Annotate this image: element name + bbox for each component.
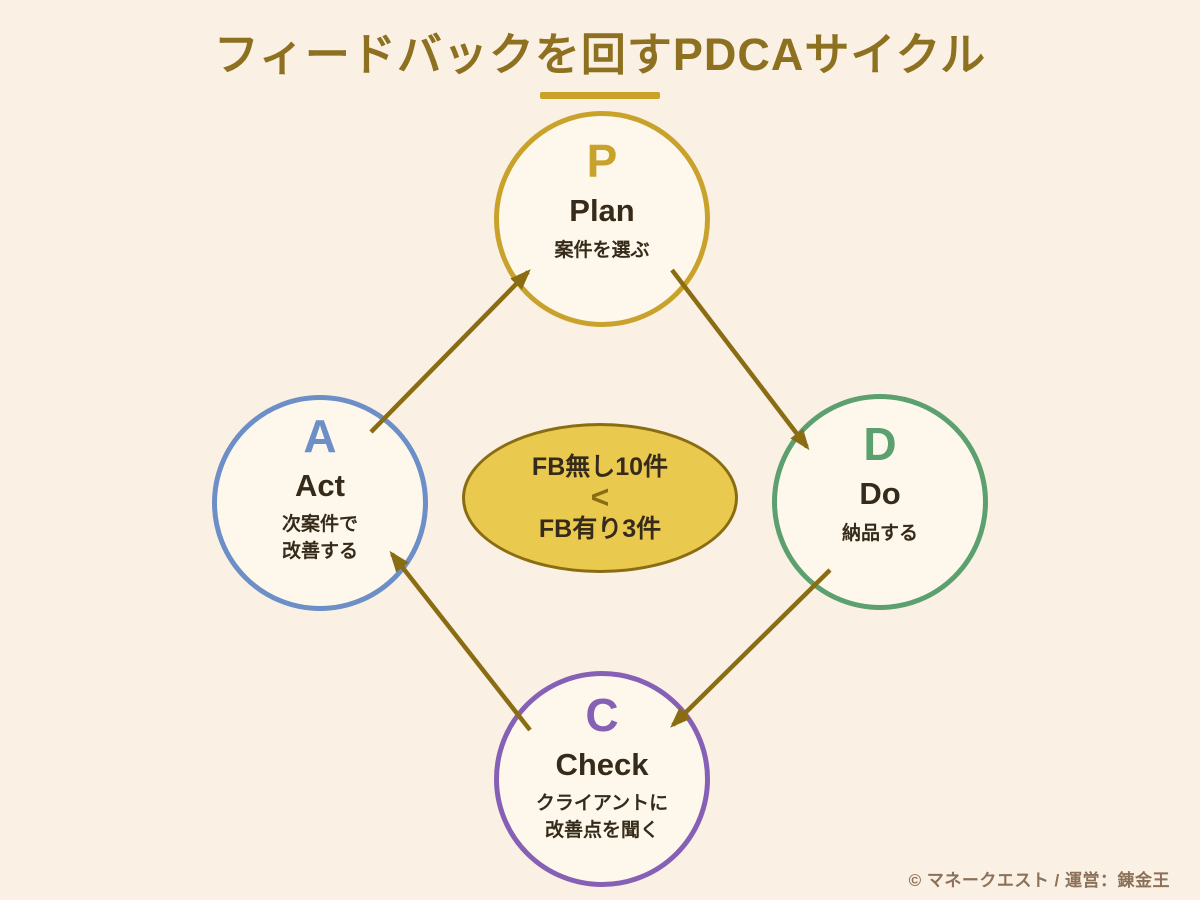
node-check-name: Check: [555, 746, 649, 782]
node-plan-letter: P: [586, 134, 618, 187]
node-act-desc-line1: 次案件で: [281, 514, 358, 536]
node-act-desc: 次案件で 改善する: [282, 512, 358, 565]
title-underline: [540, 92, 660, 99]
node-plan-desc-line1: 案件を選ぶ: [554, 239, 650, 261]
less-than-symbol: <: [590, 479, 610, 516]
diagram-title: フィードバックを回すPDCAサイクル: [213, 29, 987, 80]
node-plan-desc: 案件を選ぶ: [554, 238, 649, 265]
node-do-name: Do: [859, 475, 901, 511]
node-act: A Act 次案件で 改善する: [212, 395, 428, 611]
node-check-letter: C: [585, 688, 619, 741]
node-check-desc: クライアントに 改善点を聞く: [536, 791, 668, 844]
arrow-do-to-check: [670, 568, 832, 728]
arrow-act-to-plan: [369, 269, 531, 434]
arrow-check-to-act: [389, 550, 532, 732]
node-check-desc-line2: 改善点を聞く: [544, 819, 659, 841]
node-do: D Do 納品する: [772, 394, 988, 610]
comparison-badge: FB無し10件 < FB有り3件: [462, 423, 738, 573]
node-do-desc: 納品する: [842, 521, 918, 548]
node-act-desc-line2: 改善する: [281, 540, 358, 562]
comparison-line-1: FB無し10件: [531, 452, 669, 481]
node-check: C Check クライアントに 改善点を聞く: [494, 671, 710, 887]
node-check-desc-line1: クライアントに: [535, 793, 669, 815]
node-plan: P Plan 案件を選ぶ: [494, 111, 710, 327]
node-plan-name: Plan: [569, 192, 635, 228]
node-act-letter: A: [303, 409, 337, 462]
node-do-letter: D: [863, 417, 897, 470]
node-act-name: Act: [295, 467, 345, 503]
node-do-desc-line1: 納品する: [841, 522, 918, 544]
arrow-plan-to-do: [670, 268, 810, 451]
comparison-line-2: FB有り3件: [538, 514, 662, 543]
copyright-credit: © マネークエスト / 運営：錬金王: [908, 871, 1170, 890]
